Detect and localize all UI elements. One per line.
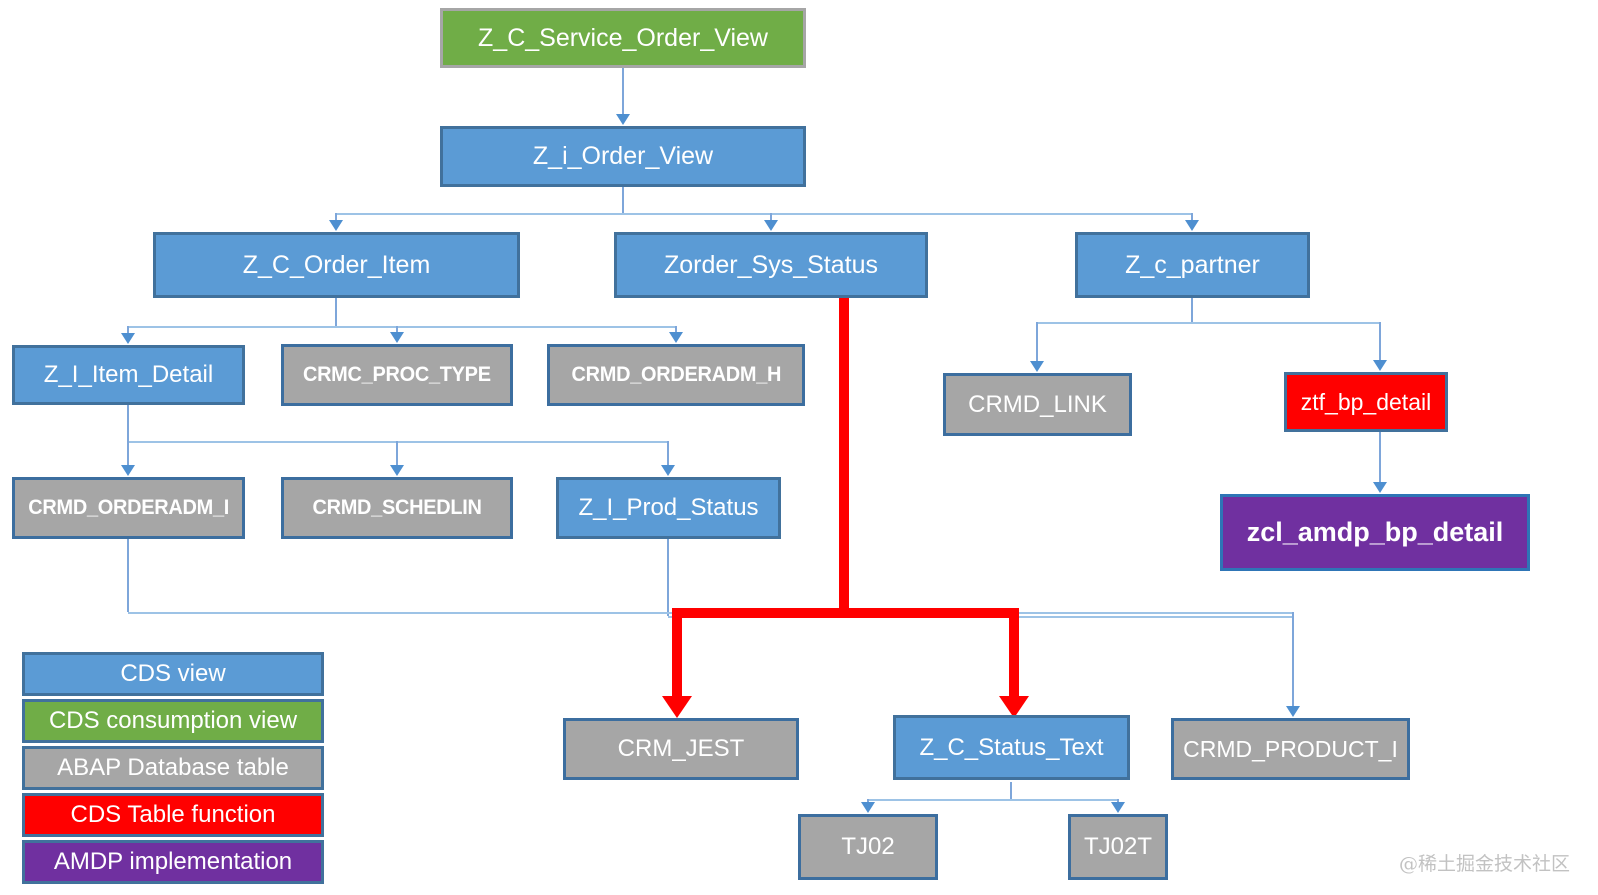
arrowhead-orderitem — [329, 220, 343, 231]
legend-item-cds-consumption-view: CDS consumption view — [22, 699, 324, 743]
node-label: Z_I_Prod_Status — [578, 494, 759, 521]
legend-item-abap-database-table: ABAP Database table — [22, 746, 324, 790]
legend-item-amdp-implementation: AMDP implementation — [22, 840, 324, 884]
node-label: Z_I_Item_Detail — [43, 361, 214, 388]
legend-label: CDS Table function — [70, 801, 276, 828]
node-label: Z_i_Order_View — [532, 142, 714, 170]
connector-partner-stub — [1191, 298, 1193, 322]
node-ztf-bp-detail: ztf_bp_detail — [1284, 372, 1448, 432]
connector-drop-ztf — [1379, 322, 1381, 360]
node-crmd-product-i: CRMD_PRODUCT_I — [1171, 718, 1410, 780]
red-path-left-arm — [672, 608, 682, 697]
node-crmd-orderadm-i: CRMD_ORDERADM_I — [12, 477, 245, 539]
node-tj02t: TJ02T — [1068, 814, 1168, 880]
node-label: CRMC_PROC_TYPE — [303, 363, 491, 386]
connector-drop-tj02 — [867, 799, 869, 803]
node-label: Zorder_Sys_Status — [664, 250, 878, 279]
arrowhead-orderadmi — [121, 465, 135, 476]
arrowhead-itemdetail — [121, 333, 135, 344]
node-z-c-status-text: Z_C_Status_Text — [893, 715, 1130, 780]
arrowhead-tj02 — [861, 802, 875, 813]
arrowhead-zcl — [1373, 482, 1387, 493]
red-path-right-arm — [1009, 608, 1019, 697]
watermark: @稀土掘金技术社区 — [1398, 853, 1570, 875]
arrowhead-tj02t — [1111, 802, 1125, 813]
red-arrowhead-crmjest — [662, 696, 692, 718]
node-label: Z_C_Service_Order_View — [478, 23, 768, 52]
node-label: ztf_bp_detail — [1300, 388, 1432, 415]
node-zcl-amdp-bp-detail: zcl_amdp_bp_detail — [1220, 494, 1530, 571]
connector-orderadmi-down — [127, 539, 129, 612]
connector-drop-orderitem — [335, 213, 337, 221]
legend-label: AMDP implementation — [53, 848, 293, 875]
arrowhead-schedlin — [390, 465, 404, 476]
node-crmd-link: CRMD_LINK — [943, 373, 1132, 436]
arrowhead-ztf — [1373, 360, 1387, 371]
connector-itemdetail-rail — [128, 441, 669, 443]
connector-drop-proctype — [396, 326, 398, 333]
red-path-rail — [672, 608, 1019, 618]
connector-statustext-stub — [1010, 782, 1012, 799]
node-crmd-orderadm-h: CRMD_ORDERADM_H — [547, 344, 805, 406]
connector-drop-sysstatus — [770, 213, 772, 221]
connector-drop-crmdlink — [1036, 322, 1038, 361]
node-crmd-schedlin: CRMD_SCHEDLIN — [281, 477, 513, 539]
node-label: Z_C_Status_Text — [919, 733, 1104, 761]
arrowhead-crmdlink — [1030, 361, 1044, 372]
connector-drop-producti — [1292, 612, 1294, 706]
node-label: CRMD_ORDERADM_H — [571, 363, 781, 386]
connector-orderitem-rail — [128, 326, 677, 328]
node-label: zcl_amdp_bp_detail — [1246, 517, 1504, 547]
arrowhead-orderview — [616, 114, 630, 125]
connector-drop-partner — [1191, 213, 1193, 221]
connector-drop-prodstatus — [667, 441, 669, 465]
connector-orderitem-stub — [335, 298, 337, 326]
arrowhead-prodstatus — [661, 465, 675, 476]
connector-drop-orderadmi — [127, 441, 129, 465]
connector-drop-tj02t — [1117, 799, 1119, 803]
node-crm-jest: CRM_JEST — [563, 718, 799, 780]
node-z-c-order-item: Z_C_Order_Item — [153, 232, 520, 298]
node-crmc-proc-type: CRMC_PROC_TYPE — [281, 344, 513, 406]
node-z-c-service-order-view: Z_C_Service_Order_View — [440, 8, 806, 68]
node-tj02: TJ02 — [798, 814, 938, 880]
legend-label: ABAP Database table — [57, 754, 289, 781]
arrowhead-producti — [1286, 706, 1300, 717]
node-label: CRMD_LINK — [968, 390, 1107, 418]
connector-orderview-rail — [336, 213, 1193, 215]
connector-drop-itemdetail — [127, 326, 129, 333]
arrowhead-proctype — [390, 332, 404, 343]
red-path-sysstatus-down — [839, 298, 849, 613]
legend-item-cds-view: CDS view — [22, 652, 324, 696]
node-label: CRMD_ORDERADM_I — [28, 496, 229, 519]
arrowhead-partner — [1185, 220, 1199, 231]
connector-drop-schedlin — [396, 441, 398, 465]
connector-service-to-orderview — [622, 68, 624, 114]
node-zorder-sys-status: Zorder_Sys_Status — [614, 232, 928, 298]
node-z-i-item-detail: Z_I_Item_Detail — [12, 345, 245, 405]
node-label: Z_C_Order_Item — [242, 250, 431, 279]
connector-partner-rail — [1037, 322, 1381, 324]
arrowhead-orderadmh — [669, 332, 683, 343]
node-label: Z_c_partner — [1125, 250, 1260, 279]
connector-drop-orderadmh — [675, 326, 677, 333]
connector-itemdetail-stub — [127, 405, 129, 441]
node-label: CRM_JEST — [617, 735, 745, 762]
arrowhead-sysstatus — [764, 220, 778, 231]
node-label: CRMD_PRODUCT_I — [1183, 735, 1398, 762]
connector-orderview-stub — [622, 187, 624, 213]
connector-prodstatus-down — [667, 539, 669, 616]
connector-ztf-to-zcl — [1379, 432, 1381, 482]
node-label: CRMD_SCHEDLIN — [312, 496, 482, 519]
red-arrowhead-statustext — [999, 696, 1029, 718]
node-z-i-prod-status: Z_I_Prod_Status — [556, 477, 781, 539]
legend-label: CDS view — [120, 660, 226, 687]
node-z-c-partner: Z_c_partner — [1075, 232, 1310, 298]
legend-item-cds-table-function: CDS Table function — [22, 793, 324, 837]
node-label: TJ02T — [1083, 833, 1152, 860]
connector-statustext-rail — [868, 799, 1119, 801]
legend-label: CDS consumption view — [48, 707, 298, 734]
node-z-i-order-view: Z_i_Order_View — [440, 126, 806, 187]
node-label: TJ02 — [841, 833, 895, 860]
